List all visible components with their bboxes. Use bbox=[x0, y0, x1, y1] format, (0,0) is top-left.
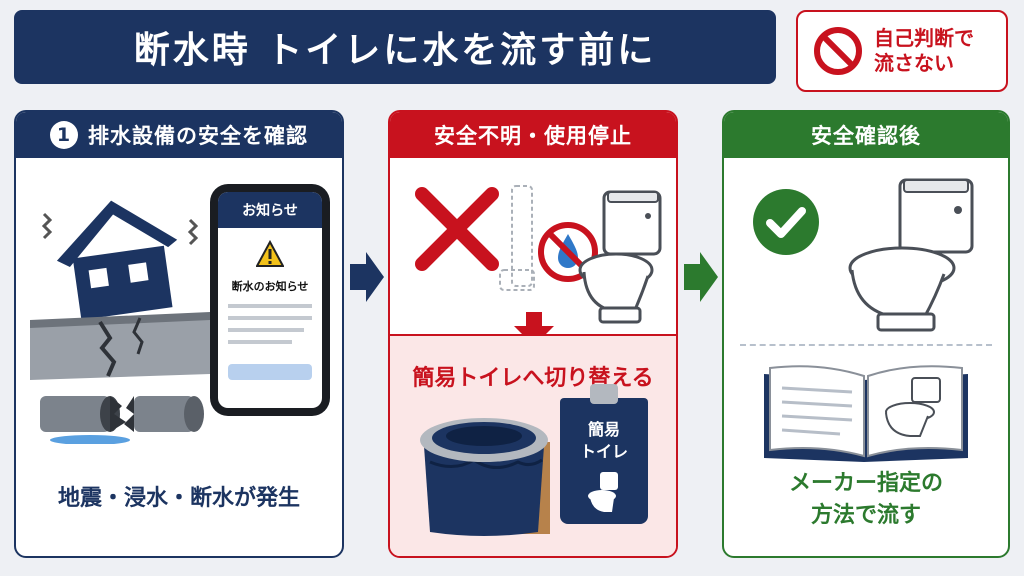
manual-book-icon bbox=[764, 365, 968, 462]
phone-text-line bbox=[228, 340, 292, 344]
step3-caption-line-2: 方法で流す bbox=[810, 502, 921, 528]
cross-mark-icon bbox=[415, 187, 499, 271]
phone-text-line bbox=[228, 304, 312, 308]
phone-text-line bbox=[228, 316, 312, 320]
step2-header: 安全不明・使用停止 bbox=[390, 112, 676, 158]
package-label-2: トイレ bbox=[579, 442, 628, 461]
arrow-right-icon bbox=[350, 252, 384, 302]
step3-header: 安全確認後 bbox=[724, 112, 1008, 158]
phone-screen: お知らせ 断水のお知らせ bbox=[218, 192, 322, 408]
portable-toilet-icon bbox=[420, 418, 550, 536]
page-title: 断水時 トイレに水を流す前に bbox=[133, 30, 657, 71]
phone-notice-title: 断水のお知らせ bbox=[231, 280, 309, 293]
step1-header-label: 排水設備の安全を確認 bbox=[88, 124, 308, 148]
step2-alternative-panel: 簡易トイレへ切り替える 簡易 トイレ bbox=[390, 334, 676, 556]
step3-caption-line-1: メーカー指定の bbox=[788, 471, 943, 496]
drain-pipe-icon bbox=[499, 185, 535, 291]
toilet-icon bbox=[848, 178, 974, 332]
arrow-down-icon bbox=[514, 312, 554, 346]
damaged-house-icon bbox=[30, 200, 210, 444]
phone: お知らせ 断水のお知らせ bbox=[210, 184, 330, 416]
divider bbox=[740, 344, 992, 346]
step1-card: 1 排水設備の安全を確認 お知らせ bbox=[14, 110, 344, 558]
step3-header-label: 安全確認後 bbox=[811, 124, 921, 148]
step1-caption: 地震・浸水・断水が発生 bbox=[57, 486, 300, 511]
phone-app-header: お知らせ bbox=[218, 192, 322, 228]
step2-header-label: 安全不明・使用停止 bbox=[434, 124, 632, 148]
phone-header-label: お知らせ bbox=[242, 203, 298, 219]
toilet-small-icon bbox=[588, 472, 618, 512]
warning-line-2: 流さない bbox=[874, 51, 954, 75]
phone-button bbox=[228, 364, 312, 380]
step1-number: 1 bbox=[50, 121, 78, 149]
step1-header: 1 排水設備の安全を確認 bbox=[16, 112, 342, 158]
title-banner: 断水時 トイレに水を流す前に bbox=[14, 10, 776, 84]
check-circle-icon bbox=[753, 189, 819, 255]
package-label-1: 簡易 bbox=[587, 420, 620, 439]
toilet-icon bbox=[578, 190, 662, 324]
warning-text: 自己判断で 流さない bbox=[874, 26, 974, 76]
step3-card: 安全確認後 メーカー指定の 方法で流す bbox=[722, 110, 1010, 558]
warning-box: 自己判断で 流さない bbox=[796, 10, 1008, 92]
warning-line-1: 自己判断で bbox=[874, 26, 974, 50]
toilet-bag-package: 簡易 トイレ bbox=[560, 384, 648, 524]
package-hanger bbox=[590, 384, 618, 404]
step2-subheading: 簡易トイレへ切り替える bbox=[412, 366, 654, 391]
arrow-right-icon bbox=[684, 252, 718, 302]
warning-triangle-icon bbox=[256, 240, 284, 267]
phone-text-line bbox=[228, 328, 304, 332]
no-entry-icon bbox=[814, 27, 862, 75]
step3-caption: メーカー指定の 方法で流す bbox=[724, 468, 1008, 532]
step2-card: 安全不明・使用停止 簡易トイレへ切り替える bbox=[388, 110, 678, 558]
